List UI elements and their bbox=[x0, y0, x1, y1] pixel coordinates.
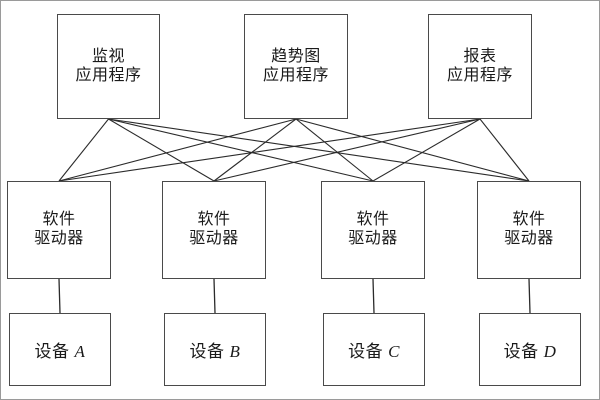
application-title-line1: 趋势图 bbox=[271, 47, 321, 65]
application-box-3[interactable]: 报表应用程序 bbox=[428, 14, 532, 119]
driver-title-line2: 驱动器 bbox=[34, 230, 84, 247]
application-title-line1: 报表 bbox=[463, 47, 497, 65]
device-label-text: 设备 bbox=[189, 342, 225, 361]
mesh-connector-app-3-to-driver-1 bbox=[58, 118, 481, 182]
application-title-line2: 应用程序 bbox=[446, 66, 513, 84]
mesh-connector-app-2-to-driver-1 bbox=[58, 118, 297, 182]
mesh-connector-app-3-to-driver-4 bbox=[479, 118, 530, 182]
application-title-line2: 应用程序 bbox=[75, 66, 142, 84]
application-box-1[interactable]: 监视应用程序 bbox=[57, 14, 160, 119]
vertical-connector-driver-4-to-device-4 bbox=[528, 278, 531, 314]
mesh-connector-app-1-to-driver-1 bbox=[58, 118, 109, 182]
driver-title-line2: 驱动器 bbox=[189, 230, 239, 247]
vertical-connector-driver-1-to-device-1 bbox=[58, 278, 61, 314]
driver-title-line2: 驱动器 bbox=[504, 230, 554, 247]
mesh-connector-app-2-to-driver-4 bbox=[295, 118, 530, 182]
device-letter: B bbox=[229, 342, 241, 361]
mesh-connector-app-3-to-driver-3 bbox=[372, 118, 481, 182]
vertical-connector-driver-2-to-device-2 bbox=[213, 278, 216, 314]
device-label-text: 设备 bbox=[503, 342, 539, 361]
driver-title-line1: 软件 bbox=[42, 211, 76, 229]
software-driver-box-1[interactable]: 软件驱动器 bbox=[7, 181, 111, 279]
device-label-text: 设备 bbox=[348, 342, 384, 361]
driver-title-line1: 软件 bbox=[512, 211, 546, 229]
driver-title-line2: 驱动器 bbox=[348, 230, 398, 247]
device-label-text: 设备 bbox=[34, 342, 70, 361]
application-title-line1: 监视 bbox=[91, 47, 125, 65]
software-driver-box-4[interactable]: 软件驱动器 bbox=[477, 181, 581, 279]
device-letter: C bbox=[388, 342, 400, 361]
software-driver-box-3[interactable]: 软件驱动器 bbox=[321, 181, 425, 279]
device-letter: A bbox=[74, 342, 86, 361]
mesh-connector-app-1-to-driver-2 bbox=[108, 118, 215, 182]
mesh-connector-app-2-to-driver-3 bbox=[295, 118, 374, 182]
application-title-line2: 应用程序 bbox=[262, 66, 329, 84]
driver-title-line1: 软件 bbox=[197, 211, 231, 229]
application-box-2[interactable]: 趋势图应用程序 bbox=[244, 14, 348, 119]
device-letter: D bbox=[543, 342, 557, 361]
mesh-connector-app-3-to-driver-2 bbox=[213, 118, 481, 182]
software-driver-box-2[interactable]: 软件驱动器 bbox=[162, 181, 266, 279]
driver-title-line1: 软件 bbox=[356, 211, 390, 229]
mesh-connector-app-2-to-driver-2 bbox=[213, 118, 297, 182]
vertical-connector-driver-3-to-device-3 bbox=[372, 278, 375, 314]
mesh-connector-app-1-to-driver-3 bbox=[108, 118, 374, 182]
mesh-connector-app-1-to-driver-4 bbox=[108, 118, 530, 182]
